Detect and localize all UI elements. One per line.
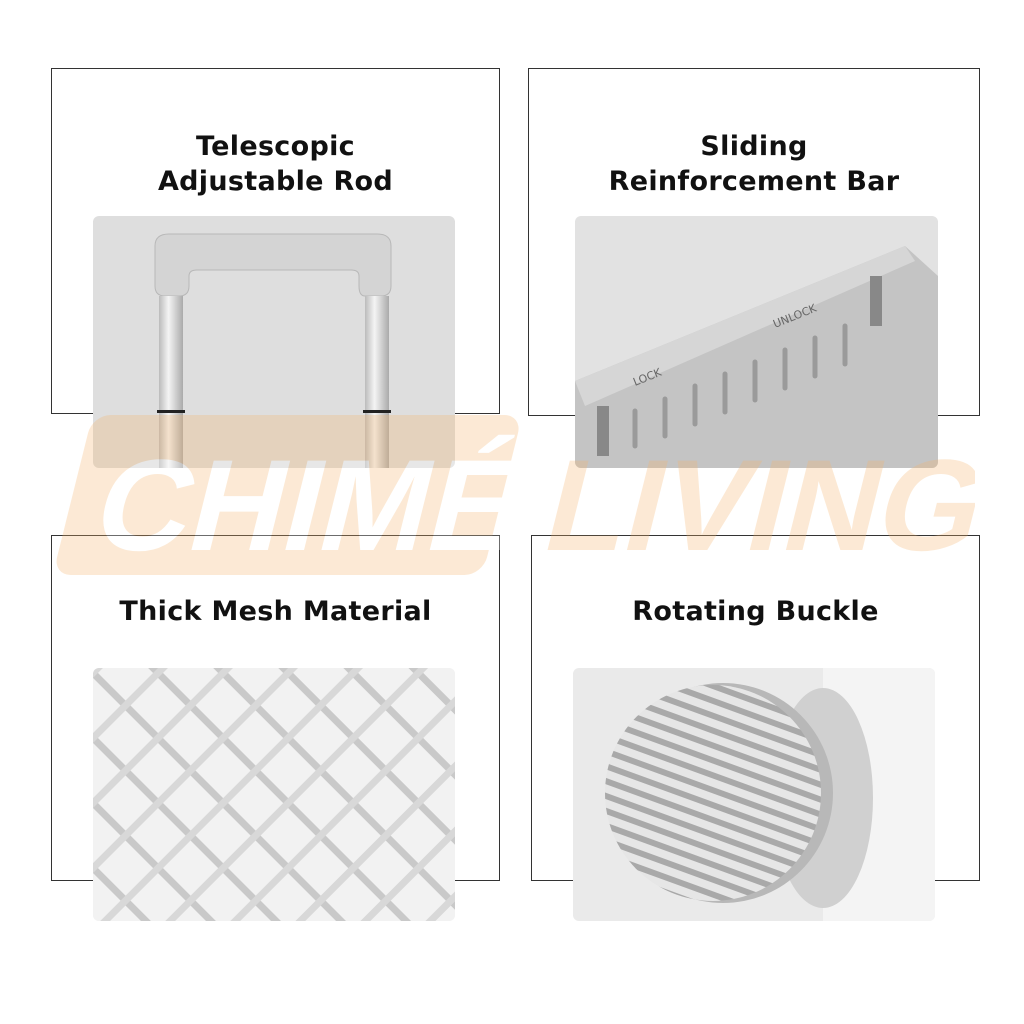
title-line: Telescopic (196, 131, 355, 162)
feature-title: Sliding Reinforcement Bar (528, 129, 980, 199)
title-line: Reinforcement Bar (608, 166, 900, 197)
feature-title: Telescopic Adjustable Rod (51, 129, 500, 199)
feature-title: Rotating Buckle (632, 596, 879, 627)
telescopic-handle-photo (93, 216, 455, 468)
title-line: Sliding (700, 131, 808, 162)
feature-title: Thick Mesh Material (119, 596, 432, 627)
ribbed-buckle-photo (573, 668, 935, 921)
diamond-mesh-photo (93, 668, 455, 921)
reinforcement-bar-photo: LOCK UNLOCK (575, 216, 938, 468)
title-line: Adjustable Rod (157, 166, 394, 197)
